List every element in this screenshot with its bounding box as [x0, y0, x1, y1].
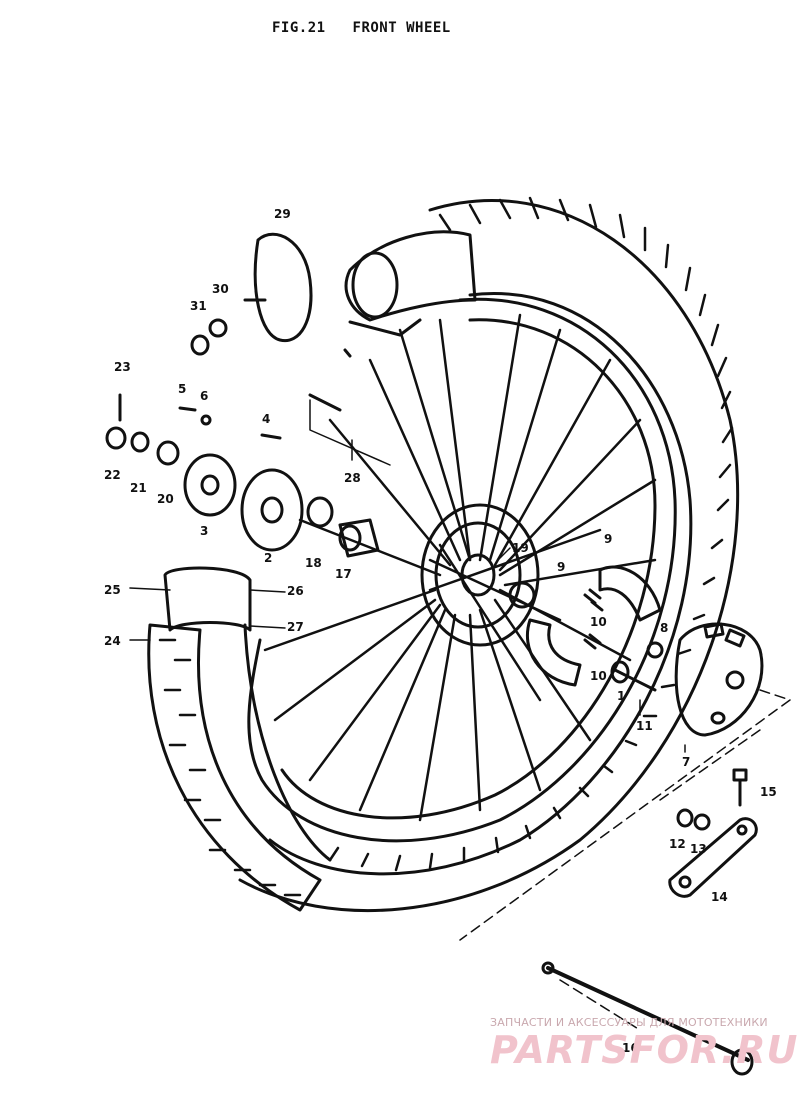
washer-6	[200, 414, 212, 426]
shoe-spring-upper	[583, 588, 604, 612]
spoke-set-bracket	[309, 399, 391, 466]
leader-lines	[129, 439, 686, 753]
spokes	[263, 313, 657, 822]
washer-8	[646, 641, 664, 659]
callout-20: 20	[157, 492, 174, 506]
spacer-17	[338, 518, 380, 558]
callout-19: 19	[512, 541, 529, 555]
callout-10-upper: 10	[590, 615, 607, 629]
callout-14: 14	[711, 890, 728, 904]
callout-30: 30	[212, 282, 229, 296]
nut-13	[693, 813, 711, 831]
brake-panel-axle-hole	[725, 670, 745, 690]
watermark-tagline: ЗАПЧАСТИ И АКСЕССУАРЫ ДЛЯ МОТОТЕХНИКИ	[490, 1016, 768, 1029]
washer-21	[130, 431, 150, 453]
washer-12	[676, 808, 694, 828]
tire-front-tread	[158, 638, 302, 897]
brake-panel-marks	[703, 622, 746, 648]
figure-name: FRONT WHEEL	[352, 20, 451, 36]
hub-bore	[460, 553, 496, 597]
callout-22: 22	[104, 468, 121, 482]
nut-22	[105, 426, 127, 450]
callout-27: 27	[287, 620, 304, 634]
bolt-15-head	[732, 768, 748, 782]
figure-title: FIG.21 FRONT WHEEL	[272, 20, 469, 36]
shoe-spring-lower	[583, 633, 602, 650]
callout-23: 23	[114, 360, 131, 374]
callout-26: 26	[287, 584, 304, 598]
brake-shoe-upper	[598, 565, 662, 622]
watermark-logo: PARTSFOR.RU	[490, 1028, 799, 1072]
hub-cover-2	[240, 468, 304, 552]
axle-shaft	[546, 966, 750, 1062]
callout-5: 5	[178, 382, 186, 396]
tire-inner-arc	[268, 292, 693, 876]
rim-outer	[247, 297, 677, 843]
brake-shoe-lower	[525, 618, 582, 687]
bearing-18	[306, 496, 334, 528]
rim-band-strip	[348, 318, 422, 337]
brake-cam-shaft	[613, 668, 657, 692]
callout-9-upper: 9	[604, 532, 612, 546]
callout-8: 8	[660, 621, 668, 635]
collar-20	[156, 440, 180, 466]
screw-5	[178, 406, 197, 412]
callout-9-lower: 9	[557, 560, 565, 574]
brake-arm-hole-b	[736, 824, 748, 836]
callout-17: 17	[335, 567, 352, 581]
hub-drum	[434, 521, 522, 629]
callout-12: 12	[669, 837, 686, 851]
sprocket-3	[183, 453, 237, 517]
callout-16: 16	[622, 1041, 639, 1055]
brake-cam-head	[610, 660, 630, 684]
callout-25: 25	[104, 583, 121, 597]
brake-arm	[668, 817, 758, 898]
speedometer-gearbox	[253, 232, 313, 343]
callout-4: 4	[262, 412, 270, 426]
seal-31	[190, 334, 210, 356]
callout-29: 29	[274, 207, 291, 221]
axle-thread-end	[541, 961, 555, 975]
brake-panel-boss	[710, 711, 726, 725]
tube-top	[344, 230, 477, 322]
hub-bearing-seat	[508, 581, 536, 609]
assembly-lines	[459, 689, 791, 1031]
tire-front-section	[147, 623, 322, 912]
tire-tread	[328, 196, 734, 872]
sprocket-3-bore	[200, 474, 220, 496]
callout-28: 28	[344, 471, 361, 485]
brake-panel	[674, 622, 764, 737]
callout-11: 11	[636, 719, 653, 733]
callout-13: 13	[690, 842, 707, 856]
callout-31: 31	[190, 299, 207, 313]
callout-15: 15	[760, 785, 777, 799]
tube-section	[163, 566, 252, 632]
figure-number: FIG.21	[272, 20, 326, 36]
callout-2: 2	[264, 551, 272, 565]
spacer-17-end	[338, 524, 362, 552]
rim-section	[243, 623, 332, 862]
callout-18: 18	[305, 556, 322, 570]
brake-arm-hole-a	[678, 875, 692, 889]
screw-4	[260, 433, 282, 440]
callout-10-lower: 10	[590, 669, 607, 683]
seal-30	[208, 318, 228, 338]
tube-end	[351, 251, 399, 319]
callout-21: 21	[130, 481, 147, 495]
callouts: 1 2 3 4 5 6 7 8 9 9 10 10 11 12 13 14 15…	[104, 207, 777, 1055]
callout-3: 3	[200, 524, 208, 538]
callout-7: 7	[682, 755, 690, 769]
axle-head	[730, 1048, 754, 1076]
spoke-nipples	[308, 348, 352, 412]
callout-1: 1	[617, 689, 625, 703]
hub-flange	[420, 503, 540, 647]
hub-cover-2-bore	[260, 496, 284, 524]
callout-6: 6	[200, 389, 208, 403]
callout-24: 24	[104, 634, 121, 648]
